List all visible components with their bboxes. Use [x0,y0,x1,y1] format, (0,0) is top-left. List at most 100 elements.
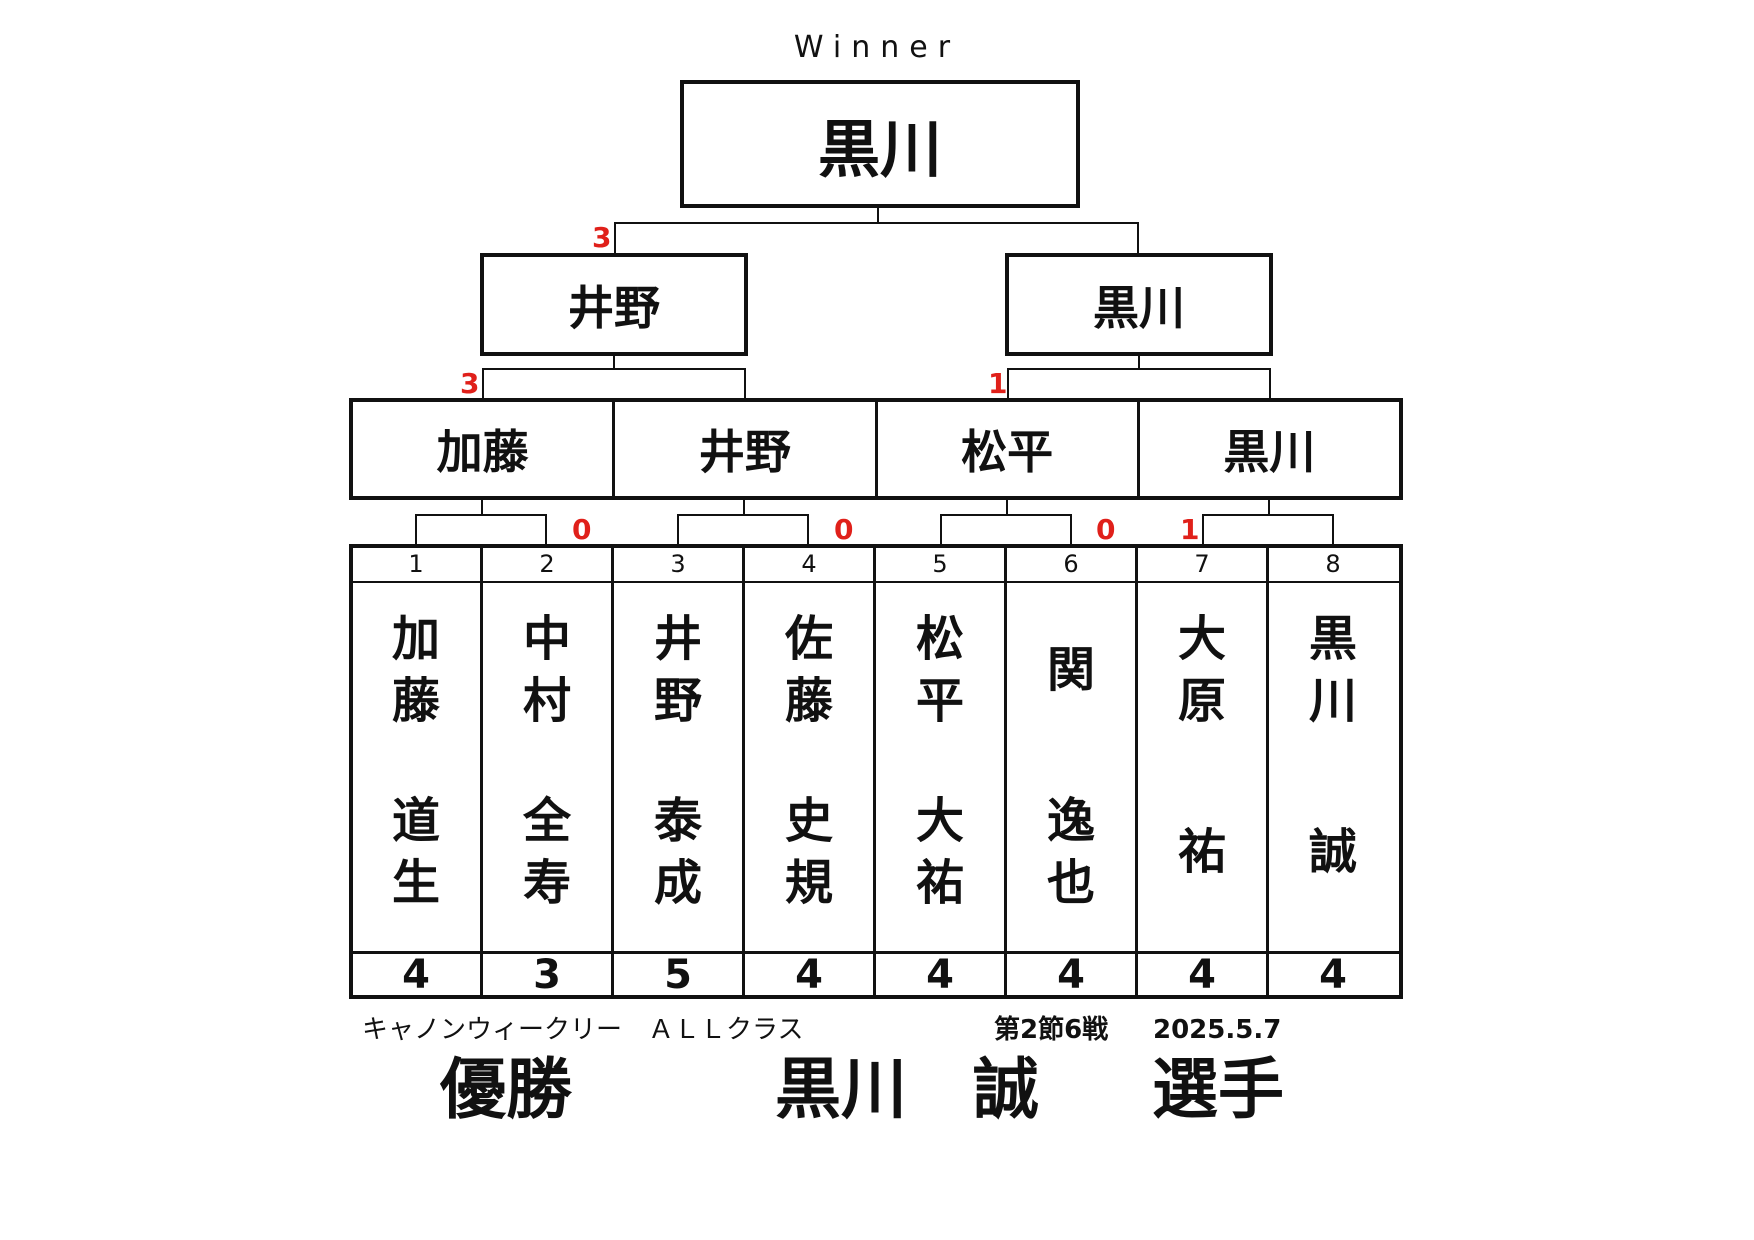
player-given-6: 逸 也 [1006,790,1136,914]
player-count-3: 5 [664,952,692,998]
round-label: 第2節6戦 [994,1015,1109,1045]
connector-r1-1-bar [415,514,547,516]
player-char: 藤 [784,673,833,729]
quarterfinal-name-2: 井野 [698,425,791,479]
player-char: 規 [784,855,833,911]
player-col-divider-3 [742,546,745,997]
winner-label: 優勝 [440,1051,572,1128]
connector-r1-4-bar [1202,514,1334,516]
connector-r1-3-stem [1006,500,1008,515]
connector-r1-2-a [677,514,679,545]
connector-final-left [614,222,616,254]
player-seed-1: 1 [408,550,424,578]
player-col-divider-1 [480,546,483,997]
round1-score-3: 0 [1096,513,1116,546]
connector-r1-2-bar [677,514,809,516]
player-surname-3: 井 野 [613,608,743,732]
player-col-divider-4 [873,546,876,997]
connector-r1-3-a [940,514,942,545]
event-date: 2025.5.7 [1153,1015,1282,1045]
connector-final-right [1137,222,1139,254]
player-seed-5: 5 [932,550,948,578]
player-seed-8: 8 [1325,550,1341,578]
connector-r1-2-b [807,514,809,545]
winner-name: 黒川 誠 [775,1051,1039,1128]
quarterfinal-cell-4: 黒川 [1140,402,1399,496]
player-table [349,544,1403,999]
player-seed-6: 6 [1063,550,1079,578]
player-seed-2: 2 [539,550,555,578]
quarter-score-right: 1 [988,367,1008,400]
player-surname-2: 中 村 [482,608,612,732]
player-char: 井 [653,611,702,667]
quarterfinal-name-4: 黒川 [1223,425,1316,479]
league-name: キャノンウィークリー ＡＬＬクラス [362,1015,804,1045]
player-char: 黒 [1308,611,1357,667]
player-given-4: 史 規 [744,790,874,914]
player-char: 成 [653,855,702,911]
connector-sf-left-b [744,368,746,399]
player-surname-5: 松 平 [875,608,1005,732]
player-count-2: 3 [533,952,561,998]
player-count-1: 4 [402,952,430,998]
player-char: 寿 [522,855,571,911]
quarterfinal-name-3: 松平 [961,425,1054,479]
connector-sf-left-a [482,368,484,399]
quarterfinal-cell-3: 松平 [878,402,1140,496]
connector-r1-4-stem [1268,500,1270,515]
player-char: 川 [1308,673,1357,729]
connector-final-stem [877,208,879,223]
player-char: 村 [522,673,571,729]
quarterfinal-row: 加藤 井野 松平 黒川 [349,398,1403,500]
connector-sf-right-bar [1007,368,1271,370]
player-count-7: 4 [1188,952,1216,998]
player-seed-7: 7 [1194,550,1210,578]
player-given-1: 道 生 [351,790,481,914]
player-char: 誠 [1308,824,1357,880]
connector-r1-3-b [1070,514,1072,545]
semifinal-left-box: 井野 [480,253,748,356]
player-col-divider-7 [1266,546,1269,997]
player-char: 史 [784,793,833,849]
winner-suffix: 選手 [1152,1051,1284,1128]
connector-final-bar [614,222,1139,224]
final-score: 3 [592,221,612,254]
player-table-seed-divider [351,581,1401,583]
connector-r1-1-stem [481,500,483,515]
player-given-2: 全 寿 [482,790,612,914]
player-count-5: 4 [926,952,954,998]
player-char: 祐 [915,855,964,911]
player-surname-1: 加 藤 [351,608,481,732]
round1-score-1: 0 [572,513,592,546]
quarterfinal-cell-1: 加藤 [353,402,616,496]
player-col-divider-2 [611,546,614,997]
player-surname-6: 関 [1006,639,1136,701]
player-seed-3: 3 [670,550,686,578]
semifinal-left-name: 井野 [568,280,660,335]
round1-score-2: 0 [834,513,854,546]
player-char: 逸 [1046,793,1095,849]
quarterfinal-name-1: 加藤 [436,425,529,479]
player-surname-4: 佐 藤 [744,608,874,732]
player-char: 全 [522,793,571,849]
player-char: 大 [915,793,964,849]
champion-name: 黒川 [817,113,942,186]
player-given-8: 誠 [1268,821,1398,883]
player-char: 佐 [784,611,833,667]
connector-sf-right-stem [1138,356,1140,369]
player-col-divider-5 [1004,546,1007,997]
player-char: 原 [1177,673,1226,729]
bracket-title: Winner [793,30,961,65]
player-char: 道 [391,793,440,849]
player-char: 泰 [653,793,702,849]
player-char: 中 [522,611,571,667]
player-char: 大 [1177,611,1226,667]
player-count-6: 4 [1057,952,1085,998]
connector-sf-left-bar [482,368,746,370]
semifinal-right-name: 黒川 [1093,280,1185,335]
player-char: 祐 [1177,824,1226,880]
connector-r1-1-b [545,514,547,545]
player-char: 関 [1046,642,1095,698]
player-given-3: 泰 成 [613,790,743,914]
quarter-score-left: 3 [460,367,480,400]
